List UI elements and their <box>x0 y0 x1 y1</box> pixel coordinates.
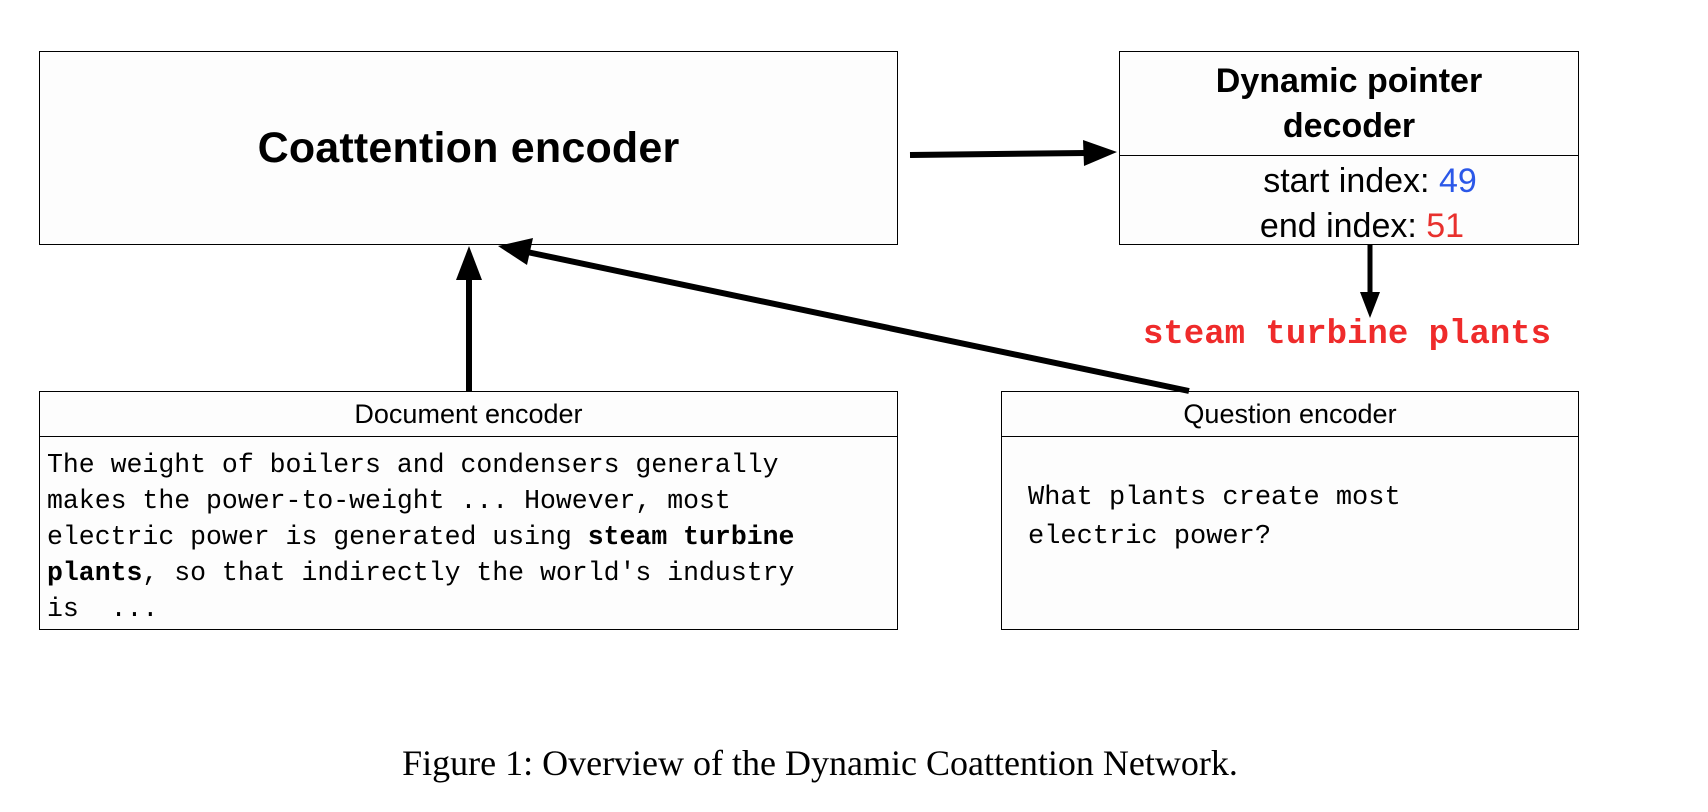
decoder-output: start index: 49 end index: 51 <box>1120 156 1578 245</box>
document-encoder-label: Document encoder <box>40 392 897 437</box>
question-text: What plants create most electric power? <box>1002 437 1578 557</box>
decoder-header: Dynamic pointer decoder <box>1120 52 1578 156</box>
document-line: , so that indirectly the world's industr… <box>142 558 795 588</box>
document-line: is ... <box>47 594 159 624</box>
start-index-line: start index: 49 <box>1140 162 1600 201</box>
question-line: electric power? <box>1028 522 1272 552</box>
arrowhead-decoder-to-answer <box>1360 292 1380 318</box>
document-line: The weight of boilers and condensers gen… <box>47 450 779 480</box>
document-answer-highlight: steam turbine <box>587 522 795 552</box>
document-line: electric power is generated using <box>47 522 588 552</box>
arrowhead-encoder-to-decoder <box>1083 140 1117 166</box>
question-encoder-label: Question encoder <box>1002 392 1578 437</box>
document-answer-highlight: plants <box>47 558 143 588</box>
decoder-title: Dynamic pointer decoder <box>1215 61 1483 145</box>
end-index-line: end index: 51 <box>1132 207 1592 246</box>
document-encoder-box: Document encoder The weight of boilers a… <box>39 391 898 630</box>
answer-span: steam turbine plants <box>1143 316 1552 354</box>
question-line: What plants create most <box>1028 483 1401 513</box>
coattention-encoder-box: Coattention encoder <box>39 51 898 245</box>
document-text: The weight of boilers and condensers gen… <box>40 437 897 627</box>
question-encoder-box: Question encoder What plants create most… <box>1001 391 1579 630</box>
start-index-value: 49 <box>1438 162 1477 200</box>
dynamic-pointer-decoder-box: Dynamic pointer decoder start index: 49 … <box>1119 51 1579 245</box>
document-line: makes the power-to-weight ... However, m… <box>47 486 731 516</box>
arrowhead-question-to-encoder <box>498 238 533 265</box>
arrowhead-document-to-encoder <box>456 246 482 280</box>
end-index-value: 51 <box>1426 207 1465 245</box>
arrow-encoder-to-decoder <box>909 150 1087 158</box>
coattention-encoder-label: Coattention encoder <box>257 123 680 172</box>
start-index-label: start index: <box>1263 162 1439 200</box>
arrow-question-to-encoder <box>526 249 1190 394</box>
end-index-label: end index: <box>1259 207 1427 245</box>
figure-caption: Figure 1: Overview of the Dynamic Coatte… <box>402 743 1238 783</box>
